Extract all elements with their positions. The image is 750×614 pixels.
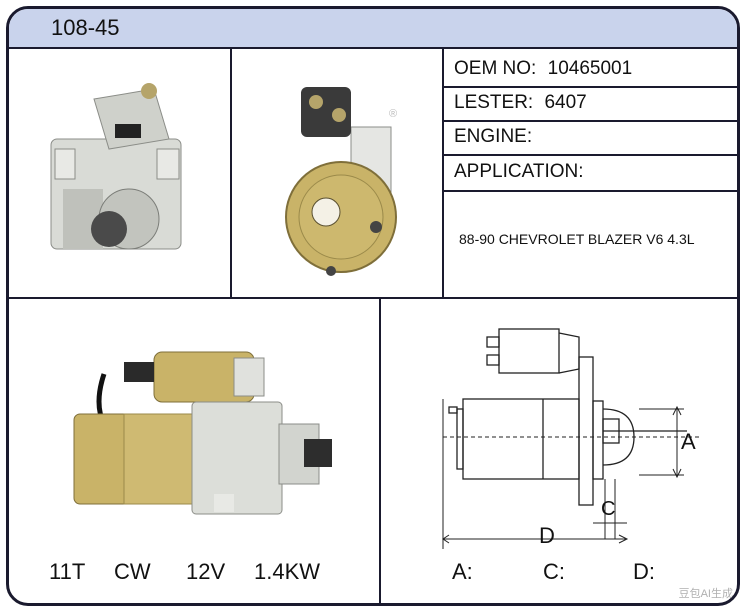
starter-front-photo xyxy=(50,83,182,250)
teeth-count: 11T xyxy=(49,559,86,584)
spec-divider xyxy=(444,86,737,88)
spec-divider xyxy=(444,154,737,156)
application-label: APPLICATION: xyxy=(454,161,584,182)
spec-divider xyxy=(444,120,737,122)
dimension-d-label: D xyxy=(539,523,555,548)
watermark: 豆包AI生成 xyxy=(678,588,733,600)
dimension-c-field: C: xyxy=(543,559,565,584)
oem-value: 10465001 xyxy=(547,58,633,79)
dimension-a-label: A xyxy=(681,429,696,454)
starter-side-photo xyxy=(73,351,332,515)
application: APPLICATION: xyxy=(454,161,584,183)
divider-middle xyxy=(9,297,737,299)
divider-bottom xyxy=(379,297,381,603)
divider-top-left xyxy=(230,47,232,299)
oem-label: OEM NO: xyxy=(454,58,537,79)
lester-number: LESTER: 6407 xyxy=(454,92,587,114)
engine: ENGINE: xyxy=(454,126,532,148)
starter-rear-photo: ® xyxy=(285,87,397,276)
lester-label: LESTER: xyxy=(454,92,534,113)
divider-top-right xyxy=(442,47,444,299)
dimension-diagram: A C D xyxy=(442,328,699,549)
rotation-direction: CW xyxy=(114,559,151,584)
spec-divider xyxy=(444,190,737,192)
application-text: 88-90 CHEVROLET BLAZER V6 4.3L xyxy=(459,231,695,247)
voltage-rating: 12V xyxy=(186,559,226,584)
lester-value: 6407 xyxy=(544,92,587,113)
header-bar: 108-45 xyxy=(9,9,737,49)
svg-text:®: ® xyxy=(389,108,397,120)
part-number-title: 108-45 xyxy=(51,15,120,40)
power-rating: 1.4KW xyxy=(254,559,321,584)
product-card: 108-45 OEM NO: 10465001 LESTER: 6407 ENG… xyxy=(6,6,740,606)
dimension-d-field: D: xyxy=(633,559,655,584)
dimension-a-field: A: xyxy=(452,559,473,584)
oem-number: OEM NO: 10465001 xyxy=(454,58,632,80)
engine-label: ENGINE: xyxy=(454,126,533,147)
dimension-c-label: C xyxy=(601,498,615,520)
